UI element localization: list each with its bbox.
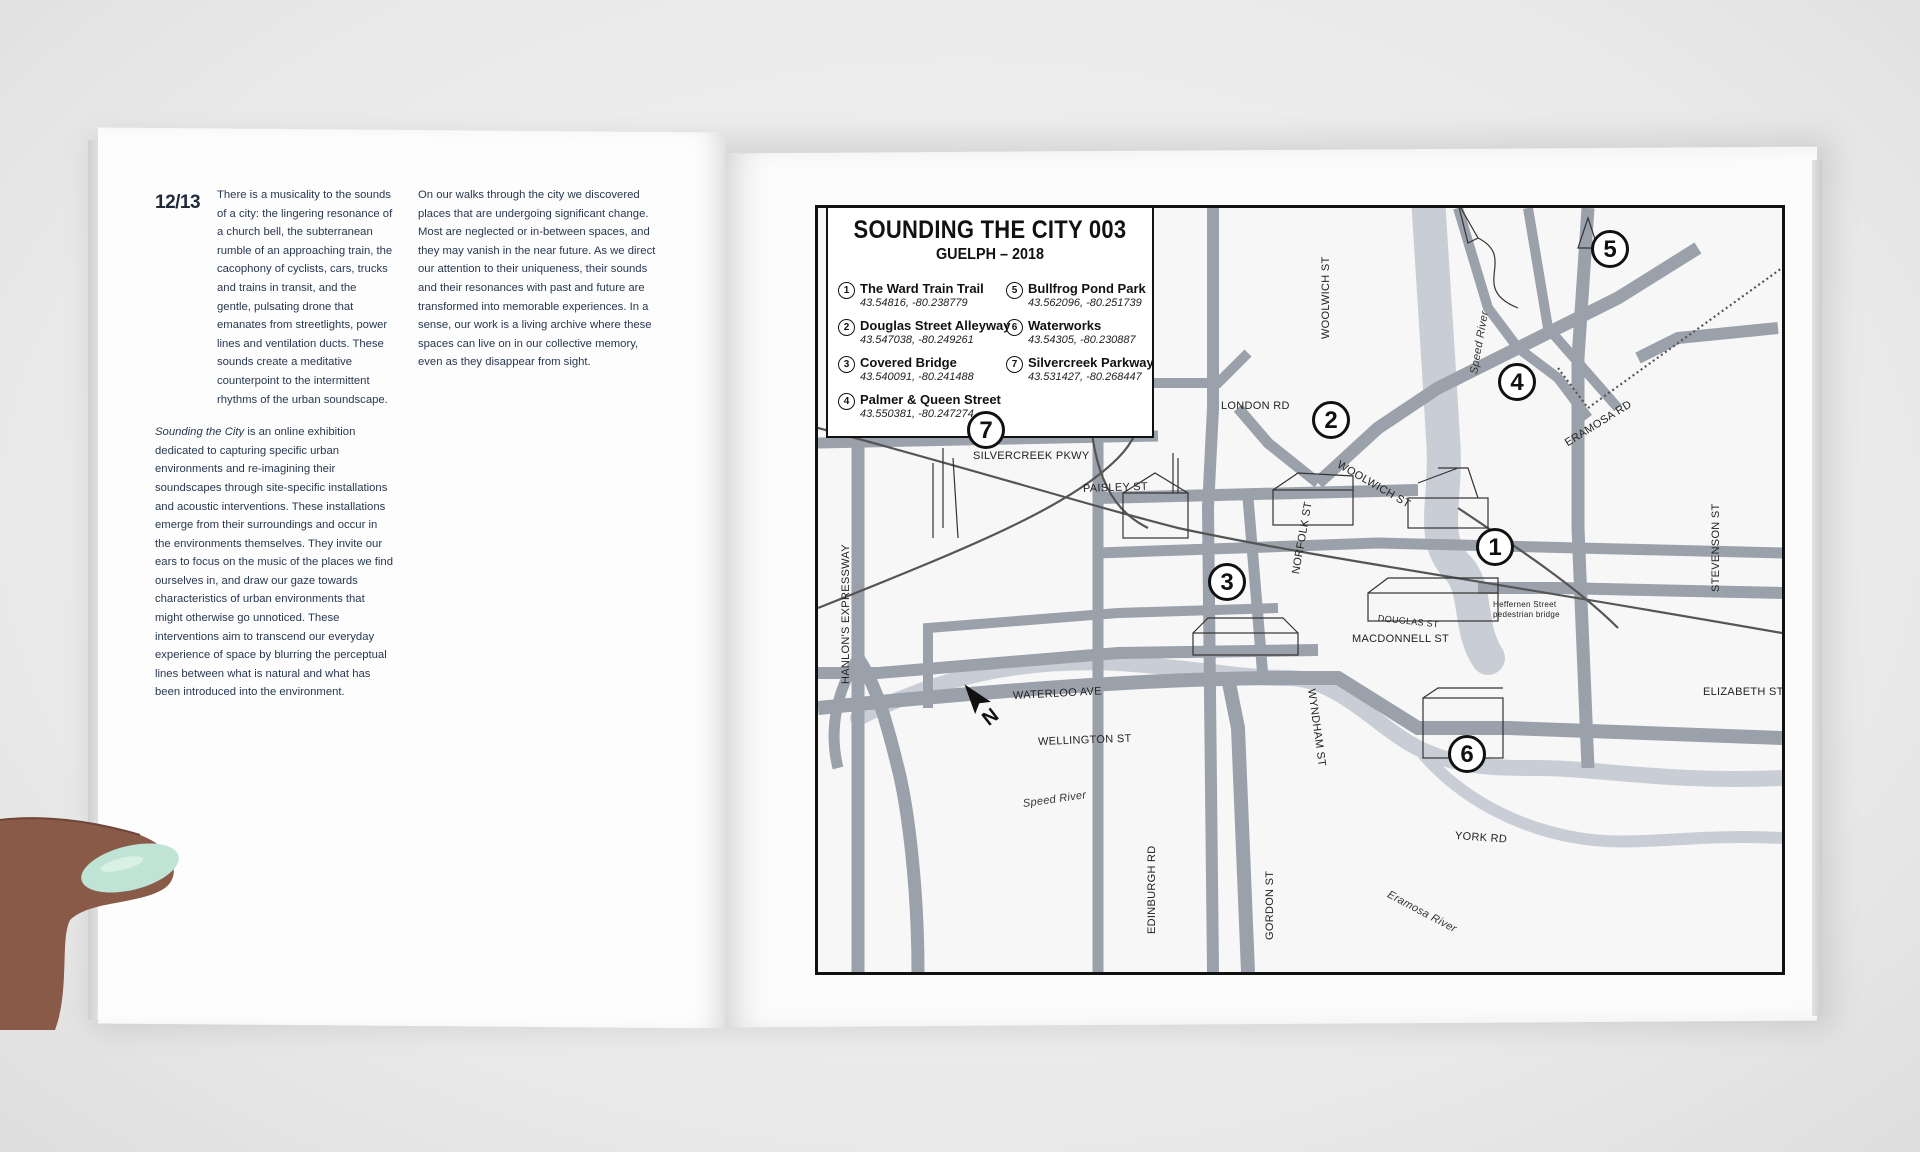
map-pin-6[interactable]: 6 [1448, 735, 1486, 773]
map-pin-4[interactable]: 4 [1498, 363, 1536, 401]
street-label-elizabeth: ELIZABETH ST [1703, 686, 1784, 698]
street-label-paisley: PAISLEY ST [1082, 480, 1149, 495]
paragraph-intro: There is a musicality to the sounds of a… [217, 189, 393, 406]
legend-coords: 43.540091, -80.241488 [860, 371, 974, 383]
legend-number: 3 [838, 356, 855, 373]
legend-coords: 43.54816, -80.238779 [860, 297, 968, 309]
exhibition-title: Sounding the City [155, 426, 245, 439]
map-pin-3[interactable]: 3 [1208, 563, 1246, 601]
legend-coords: 43.562096, -80.251739 [1028, 297, 1142, 309]
legend-coords: 43.547038, -80.249261 [860, 334, 974, 346]
right-page-edge [1812, 160, 1822, 1016]
map-legend: SOUNDING THE CITY 003 GUELPH – 2018 1 Th… [826, 208, 1154, 438]
street-label-stevenson: STEVENSON ST [1710, 503, 1722, 592]
legend-coords: 43.550381, -80.247274 [860, 408, 974, 420]
legend-number: 6 [1006, 319, 1023, 336]
street-label-woolwich-vertical: WOOLWICH ST [1320, 256, 1332, 339]
map-drawing: N [818, 208, 1782, 972]
map-pin-2[interactable]: 2 [1312, 401, 1350, 439]
map-subtitle: GUELPH – 2018 [935, 246, 1045, 263]
legend-name: Palmer & Queen Street [860, 392, 1001, 407]
text-column-2: On our walks through the city we discove… [418, 186, 658, 386]
map-pin-1[interactable]: 1 [1476, 528, 1514, 566]
legend-name: The Ward Train Trail [860, 281, 984, 296]
hand-holding-book [0, 817, 179, 1030]
map-pin-7[interactable]: 7 [967, 411, 1005, 449]
legend-name: Waterworks [1028, 318, 1102, 333]
street-label-edinburgh: EDINBURGH RD [1146, 845, 1158, 934]
legend-name: Bullfrog Pond Park [1028, 281, 1146, 296]
city-map: N SOUNDING THE CITY 003 GUELPH – 2018 1 … [815, 205, 1785, 975]
map-title: SOUNDING THE CITY 003 [853, 216, 1127, 244]
svg-text:N: N [978, 704, 1003, 730]
legend-coords: 43.531427, -80.268447 [1028, 371, 1142, 383]
legend-number: 5 [1006, 282, 1023, 299]
legend-name: Douglas Street Alleyway [860, 318, 1011, 333]
street-label-gordon: GORDON ST [1264, 870, 1276, 940]
roads [818, 208, 1782, 972]
legend-number: 1 [838, 282, 855, 299]
text-column-1: There is a musicality to the sounds of a… [155, 186, 393, 716]
label-heffernan-bridge: Heffernen Street pedestrian bridge [1493, 600, 1560, 619]
legend-number: 2 [838, 319, 855, 336]
legend-number: 7 [1006, 356, 1023, 373]
paragraph-walks: On our walks through the city we discove… [418, 189, 656, 369]
legend-name: Silvercreek Parkway [1028, 355, 1154, 370]
legend-number: 4 [838, 393, 855, 410]
street-label-silvercreek: SILVERCREEK PKWY [973, 450, 1090, 462]
exhibition-description: is an online exhibition dedicated to cap… [155, 426, 393, 699]
street-label-london: LONDON RD [1221, 400, 1290, 412]
page-number: 12/13 [155, 192, 201, 213]
legend-name: Covered Bridge [860, 355, 957, 370]
street-label-hanlon: HANLON'S EXPRESSWAY [840, 544, 852, 684]
paragraph-exhibition: Sounding the City is an online exhibitio… [155, 423, 393, 702]
legend-coords: 43.54305, -80.230887 [1028, 334, 1136, 346]
street-label-macdonnell: MACDONNELL ST [1352, 633, 1450, 645]
map-pin-5[interactable]: 5 [1591, 230, 1629, 268]
